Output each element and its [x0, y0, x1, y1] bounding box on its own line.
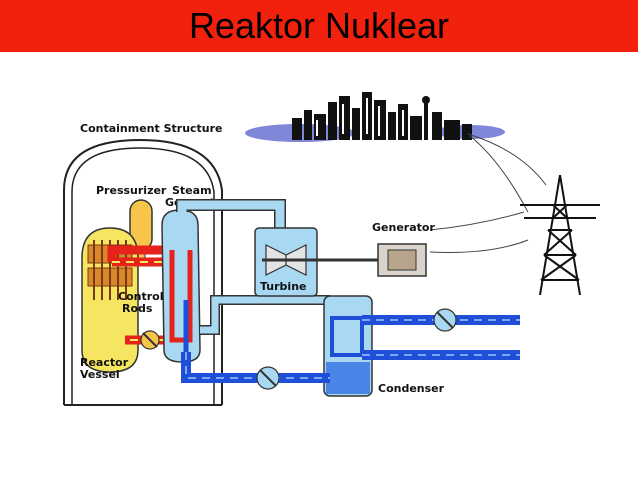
steam-pipe	[176, 199, 330, 335]
reactor-vessel-label-2: Vessel	[80, 368, 120, 381]
control-rods-label-1: Control	[118, 290, 163, 303]
turbine	[254, 227, 380, 297]
cooling-water-loop	[181, 308, 520, 390]
reactor-vessel-label-1: Reactor	[80, 356, 129, 369]
city-skyline	[245, 92, 505, 142]
steam-generator-label-1: Steam	[172, 184, 212, 197]
condenser	[323, 295, 373, 397]
control-rods-label-2: Rods	[122, 302, 153, 315]
transmission-tower	[520, 174, 600, 296]
generator-label: Generator	[372, 221, 435, 234]
turbine-label: Turbine	[260, 280, 307, 293]
condenser-label: Condenser	[378, 382, 445, 395]
generator	[377, 243, 427, 277]
page-title: Reaktor Nuklear	[188, 5, 450, 46]
containment-structure	[63, 138, 223, 406]
title-bar: Reaktor Nuklear	[0, 0, 638, 52]
pressurizer-label: Pressurizer	[96, 184, 167, 197]
containment-label: Containment Structure	[80, 122, 223, 135]
steam-generator	[161, 209, 201, 363]
power-lines	[429, 133, 547, 253]
